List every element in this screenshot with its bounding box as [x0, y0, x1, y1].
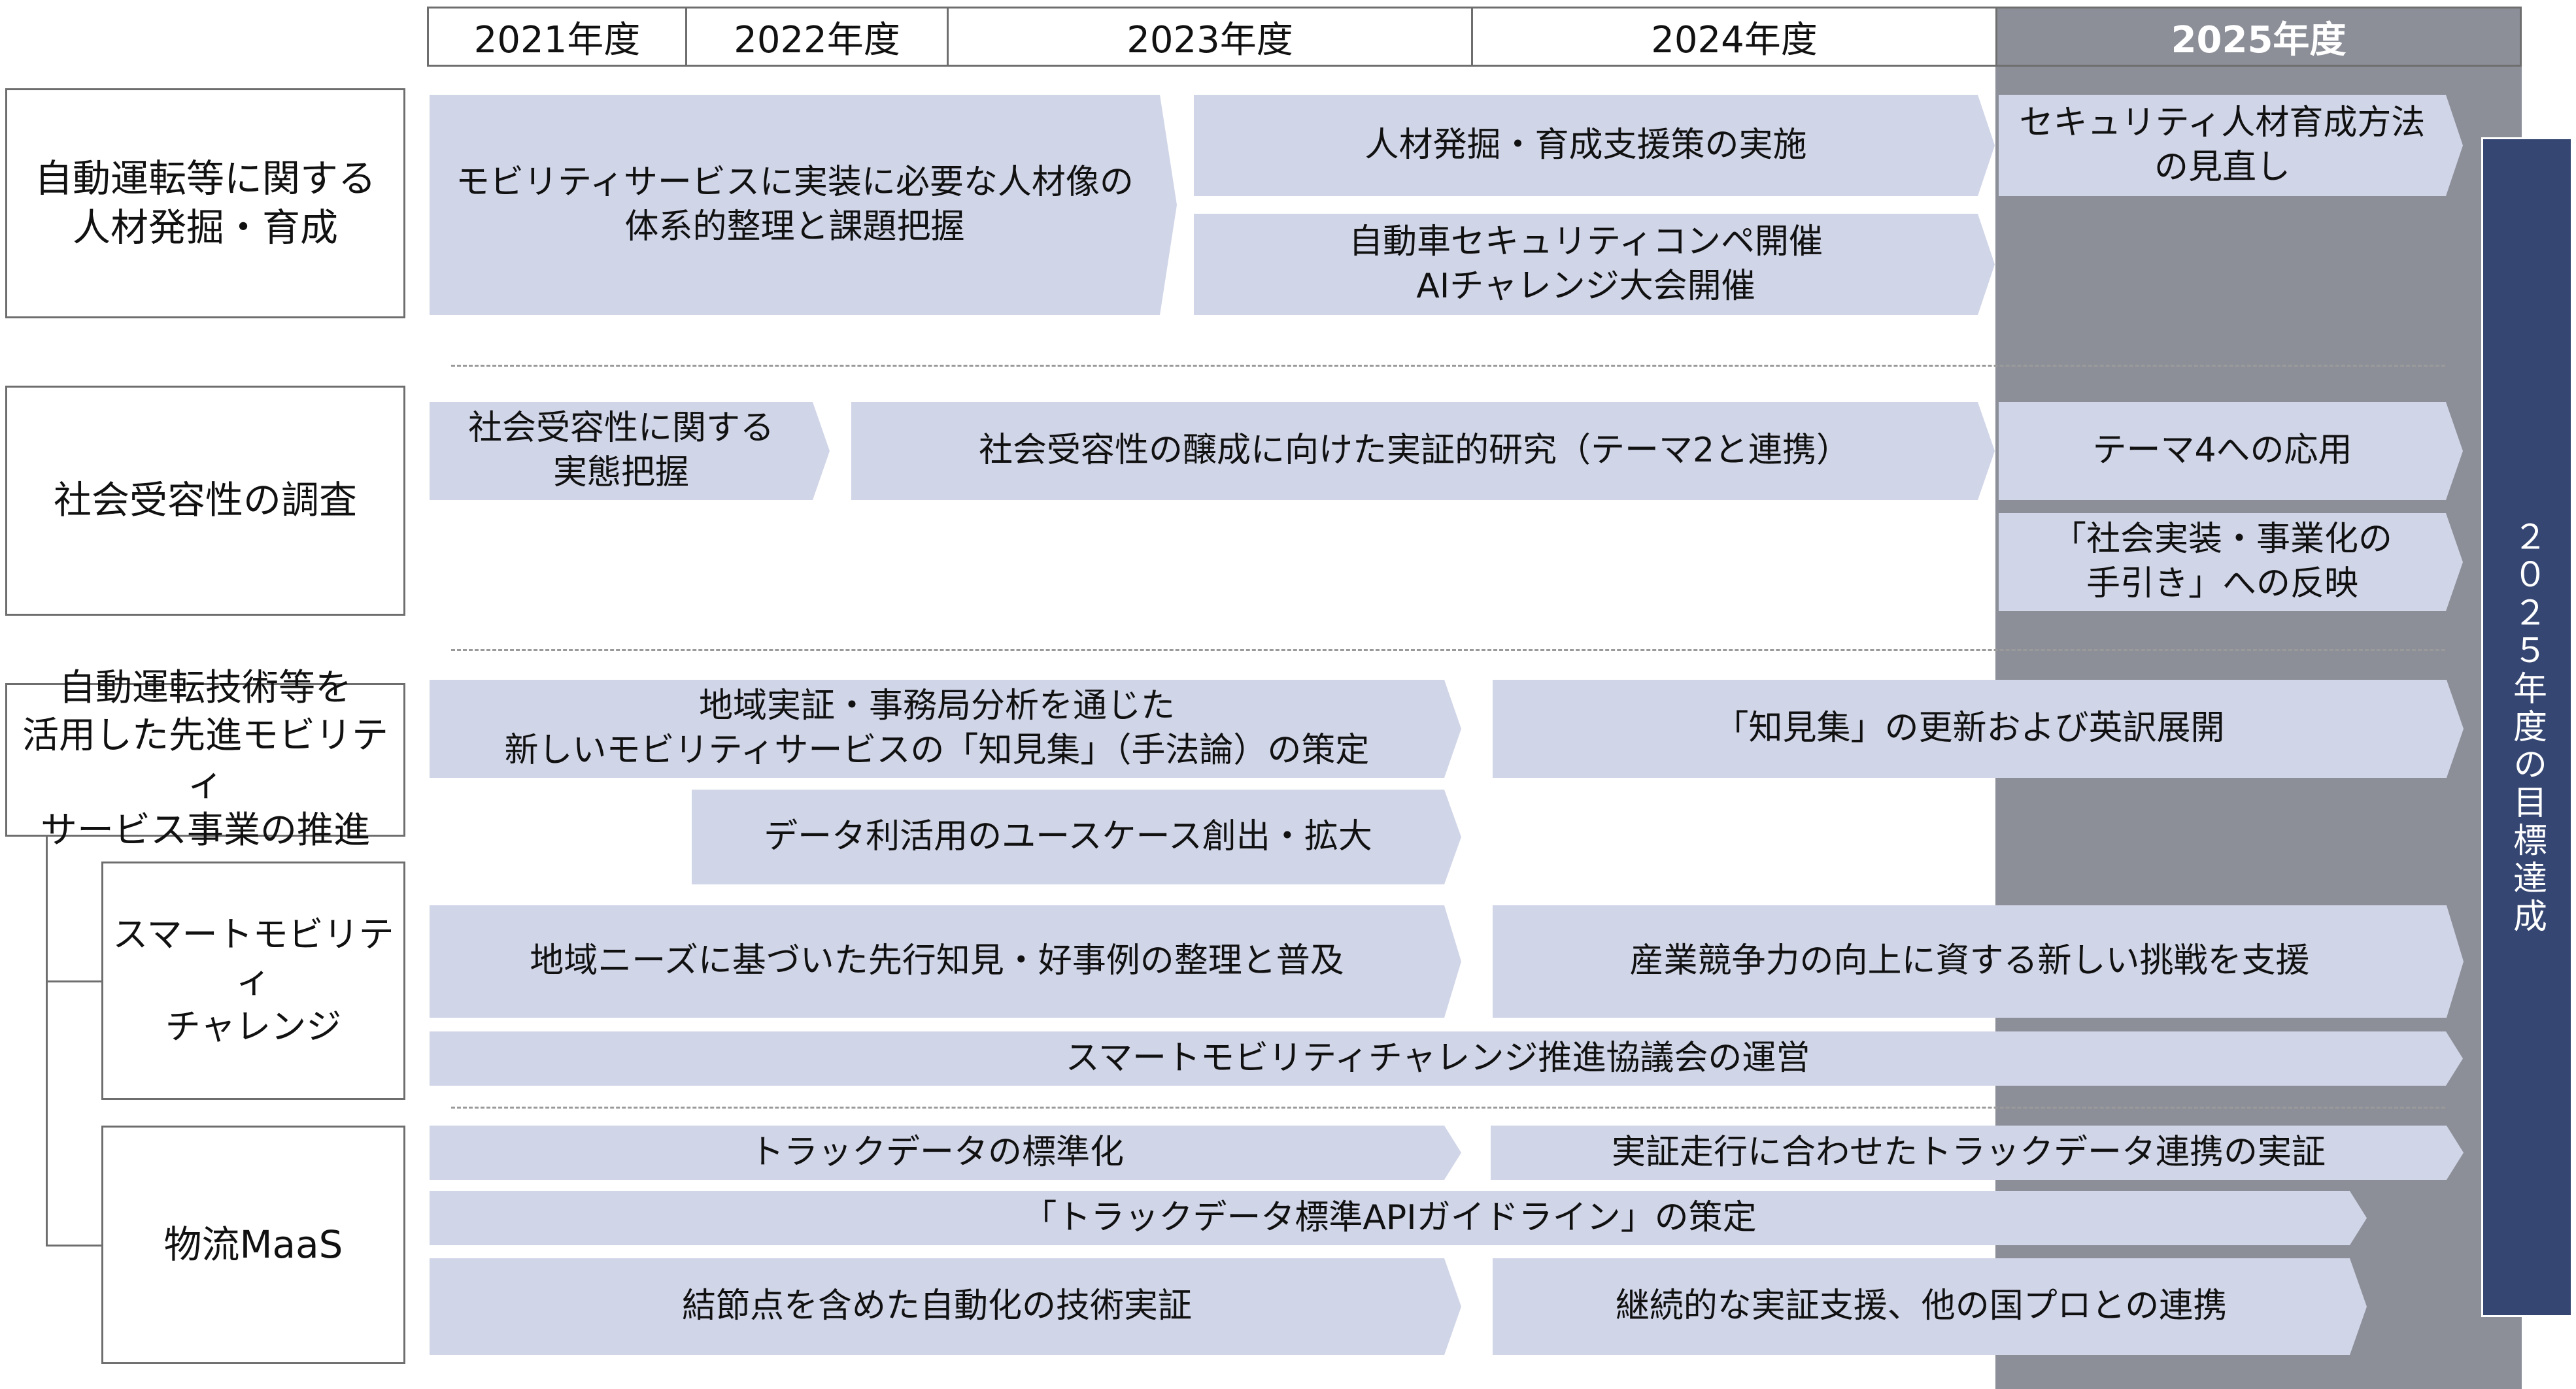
goal-2025-box: ２０２５年度の目標達成: [2481, 137, 2573, 1317]
connector-smart: [46, 980, 101, 982]
bar-smart-3: スマートモビリティチャレンジ推進協議会の運営: [430, 1031, 2463, 1086]
year-header-2023: 2023年度: [947, 7, 1473, 67]
bar-butsuryu-1: トラックデータの標準化: [430, 1126, 1461, 1180]
bar-butsuryu-4: 結節点を含めた自動化の技術実証: [430, 1258, 1461, 1355]
bar-shakai-4: 「社会実装・事業化の 手引き」への反映: [1999, 513, 2463, 611]
bar-smart-2: 産業競争力の向上に資する新しい挑戦を支援: [1493, 905, 2464, 1018]
category-smart-mobility: スマートモビリティ チャレンジ: [101, 862, 405, 1100]
category-shakai: 社会受容性の調査: [5, 386, 405, 616]
category-butsuryu-maas: 物流MaaS: [101, 1126, 405, 1364]
bar-jinzai-3: 自動車セキュリティコンペ開催 AIチャレンジ大会開催: [1194, 214, 1995, 315]
bar-jinzai-4: セキュリティ人材育成方法 の見直し: [1999, 95, 2463, 196]
connector-butsuryu: [46, 1245, 101, 1247]
category-jinzai: 自動運転等に関する 人材発掘・育成: [5, 88, 405, 318]
bar-smart-1: 地域ニーズに基づいた先行知見・好事例の整理と普及: [430, 905, 1461, 1018]
year-header-2022: 2022年度: [685, 7, 949, 67]
bar-senshin-1: 地域実証・事務局分析を通じた 新しいモビリティサービスの「知見集」（手法論）の策…: [430, 680, 1461, 778]
bar-jinzai-1: モビリティサービスに実装に必要な人材像の 体系的整理と課題把握: [430, 95, 1177, 315]
separator-3: [451, 1107, 2445, 1109]
separator-1: [451, 365, 2445, 367]
bar-butsuryu-2: 実証走行に合わせたトラックデータ連携の実証: [1491, 1126, 2464, 1180]
year-header-2024: 2024年度: [1471, 7, 1997, 67]
bar-senshin-2: 「知見集」の更新および英訳展開: [1493, 680, 2464, 778]
bar-butsuryu-3: 「トラックデータ標準APIガイドライン」の策定: [430, 1191, 2367, 1245]
year-header-2021: 2021年度: [427, 7, 687, 67]
bar-butsuryu-5: 継続的な実証支援、他の国プロとの連携: [1493, 1258, 2367, 1355]
goal-2025-label: ２０２５年度の目標達成: [2507, 518, 2547, 936]
bar-jinzai-2: 人材発掘・育成支援策の実施: [1194, 95, 1995, 196]
category-senshin: 自動運転技術等を 活用した先進モビリティ サービス事業の推進: [5, 667, 405, 852]
separator-2: [451, 649, 2445, 651]
bar-shakai-3: テーマ4への応用: [1999, 402, 2463, 500]
bar-shakai-1: 社会受容性に関する 実態把握: [430, 402, 830, 500]
connector-vertical: [46, 837, 48, 1245]
bar-senshin-3: データ利活用のユースケース創出・拡大: [692, 790, 1461, 884]
bar-shakai-2: 社会受容性の醸成に向けた実証的研究（テーマ2と連携）: [851, 402, 1995, 500]
year-header-2025: 2025年度: [1995, 7, 2522, 67]
